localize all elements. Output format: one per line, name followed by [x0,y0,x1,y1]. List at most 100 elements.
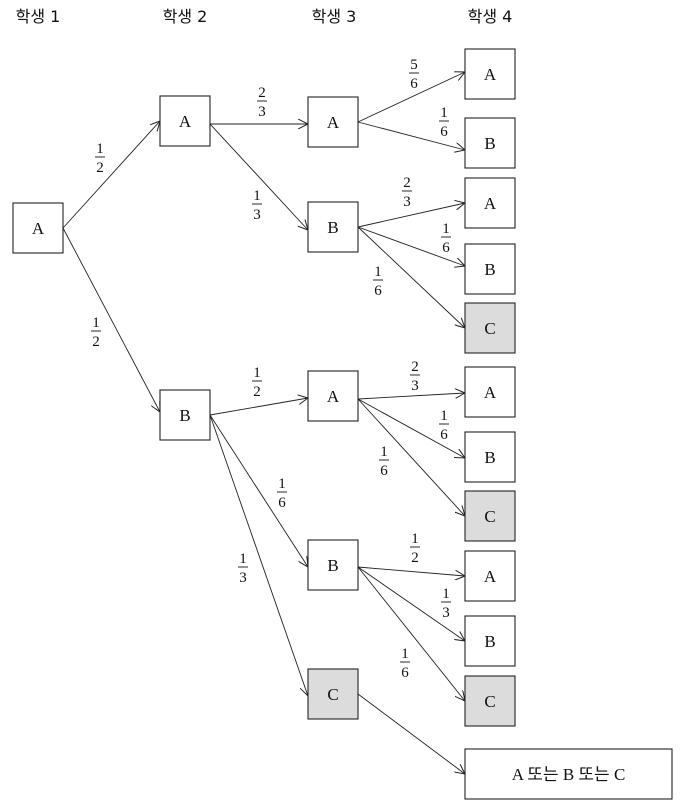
edge-s3bc-to-s4bcany [357,693,465,774]
node-s4bbb: B [464,615,516,667]
fraction-denominator: 6 [401,665,409,681]
node-s3bc: C [307,668,359,720]
node-box [307,668,359,720]
node-box [464,177,516,229]
probability-label-s3ab-to-s4abb: 16 [441,221,451,256]
probability-label-s2b-to-s3ba: 12 [252,365,262,400]
probability-label-s3ba-to-s4bab: 16 [439,408,449,443]
node-box [464,675,516,727]
fraction-numerator: 1 [411,531,419,547]
fraction-numerator: 1 [401,646,409,662]
node-s4bbc: C [464,675,516,727]
fraction-numerator: 1 [442,586,450,602]
node-label: C [327,685,338,704]
fraction-numerator: 2 [258,85,266,101]
probability-label-s2a-to-s3aa: 23 [257,85,267,120]
node-s4bab: B [464,431,516,483]
node-box [307,539,359,591]
probability-label-s2b-to-s3bc: 13 [238,551,248,586]
fraction-denominator: 2 [253,384,261,400]
probability-label-s3aa-to-s4aaa: 56 [409,57,419,92]
node-label: B [484,632,495,651]
node-box [464,48,516,100]
node-s4aba: A [464,177,516,229]
edge-s3ba-to-s4bab [357,398,465,458]
node-box [464,615,516,667]
probability-label-s3aa-to-s4aab: 16 [439,105,449,140]
fraction-denominator: 6 [374,283,382,299]
node-s2b: B [159,389,211,441]
node-box [464,490,516,542]
fraction-numerator: 5 [410,57,418,73]
node-label: B [327,556,338,575]
fraction-numerator: 2 [411,359,419,375]
fraction-numerator: 1 [440,408,448,424]
fraction-numerator: 1 [374,264,382,280]
probability-label-s3ba-to-s4bac: 16 [379,444,389,479]
probability-label-s3ba-to-s4baa: 23 [410,359,420,394]
fraction-numerator: 1 [442,221,450,237]
node-label: A [484,194,497,213]
edge-s3bb-to-s4bbb [357,566,465,641]
node-box [307,370,359,422]
node-s4abc: C [464,302,516,354]
probability-label-s1-to-s2a: 12 [95,141,105,176]
fraction-numerator: 1 [440,105,448,121]
node-s4baa: A [464,366,516,418]
header-student-2: 학생 2 [163,7,208,26]
edge-s3ab-to-s4aba [357,203,465,228]
node-label: B [484,134,495,153]
node-box [464,366,516,418]
node-box [159,95,211,147]
fraction-numerator: 1 [96,141,104,157]
node-label: A [327,387,340,406]
probability-label-s3ab-to-s4abc: 16 [373,264,383,299]
probability-label-s3bb-to-s4bbc: 16 [400,646,410,681]
node-s3aa: A [307,96,359,148]
node-s1: A [12,202,64,254]
node-label: B [179,406,190,425]
fraction-denominator: 6 [442,240,450,256]
node-box [464,550,516,602]
node-s4bac: C [464,490,516,542]
node-box [464,431,516,483]
node-box [464,748,673,800]
edge-s3ab-to-s4abb [357,226,465,266]
edge-s3bb-to-s4bba [357,566,465,576]
node-s4bcany: A 또는 B 또는 C [464,748,673,800]
node-label: C [484,692,495,711]
node-box [307,96,359,148]
fraction-denominator: 3 [258,104,266,120]
fraction-numerator: 2 [403,175,411,191]
fraction-denominator: 3 [411,378,419,394]
probability-label-s3bb-to-s4bbb: 13 [441,586,451,621]
node-s3bb: B [307,539,359,591]
fraction-denominator: 3 [253,207,261,223]
edge-s3aa-to-s4aab [357,121,465,150]
node-s4aaa: A [464,48,516,100]
fraction-numerator: 1 [380,444,388,460]
edge-s3ba-to-s4bac [357,398,465,516]
fraction-numerator: 1 [253,365,261,381]
fraction-denominator: 2 [96,160,104,176]
fraction-denominator: 2 [92,334,100,350]
node-s3ab: B [307,201,359,253]
probability-label-s3ab-to-s4aba: 23 [402,175,412,210]
node-label: A [327,113,340,132]
node-s4bba: A [464,550,516,602]
node-label: C [484,507,495,526]
probability-label-s3bb-to-s4bba: 12 [410,531,420,566]
node-s3ba: A [307,370,359,422]
node-label: B [484,448,495,467]
edges [62,72,465,774]
fraction-numerator: 1 [278,476,286,492]
fraction-denominator: 6 [440,124,448,140]
node-label: B [327,218,338,237]
header-student-1: 학생 1 [16,7,61,26]
edge-s2a-to-s3ab [209,123,308,230]
edge-s2b-to-s3bc [209,414,308,696]
